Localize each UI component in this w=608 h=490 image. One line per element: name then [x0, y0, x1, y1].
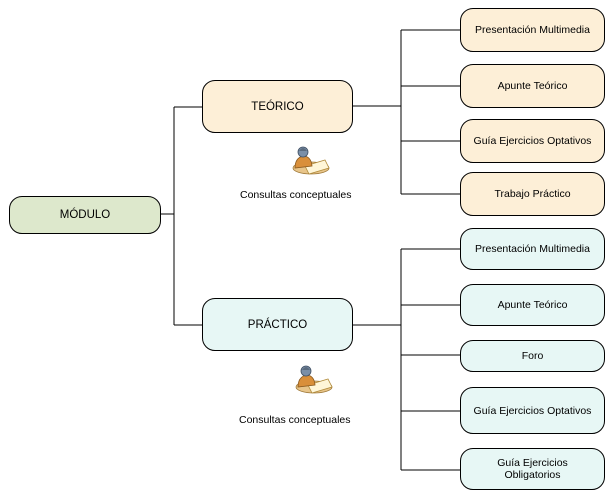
branch-node-practico: PRÁCTICO: [202, 298, 353, 351]
child-label: Guía Ejercicios Obligatorios: [497, 457, 568, 481]
consult-person-icon: [295, 365, 333, 394]
root-node-modulo: MÓDULO: [9, 196, 161, 234]
teorico-child-presentacion: Presentación Multimedia: [460, 8, 605, 52]
practico-child-guia-obligatorios: Guía Ejercicios Obligatorios: [460, 448, 605, 490]
practico-child-guia-optativos: Guía Ejercicios Optativos: [460, 387, 605, 434]
child-label: Presentación Multimedia: [475, 24, 590, 36]
child-label: Foro: [521, 350, 544, 362]
practico-child-presentacion: Presentación Multimedia: [460, 228, 605, 270]
child-label: Apunte Teórico: [497, 299, 568, 311]
teorico-child-trabajo-practico: Trabajo Práctico: [460, 172, 605, 216]
teorico-child-guia-optativos: Guía Ejercicios Optativos: [460, 119, 605, 163]
practico-child-foro: Foro: [460, 340, 605, 372]
teorico-child-apunte: Apunte Teórico: [460, 64, 605, 108]
root-node-label: MÓDULO: [59, 209, 111, 221]
consult-person-icon: [292, 146, 330, 175]
branch-node-label: PRÁCTICO: [247, 318, 308, 331]
child-label: Guía Ejercicios Optativos: [473, 404, 592, 417]
child-label: Guía Ejercicios Optativos: [473, 135, 592, 147]
child-label: Trabajo Práctico: [494, 188, 571, 200]
child-label: Presentación Multimedia: [475, 243, 590, 255]
practico-child-apunte: Apunte Teórico: [460, 284, 605, 326]
branch-node-label: TEÓRICO: [251, 100, 304, 113]
consultas-caption: Consultas conceptuales: [239, 414, 351, 426]
consultas-caption: Consultas conceptuales: [240, 189, 352, 201]
child-label: Apunte Teórico: [497, 80, 568, 92]
branch-node-teorico: TEÓRICO: [202, 80, 353, 133]
